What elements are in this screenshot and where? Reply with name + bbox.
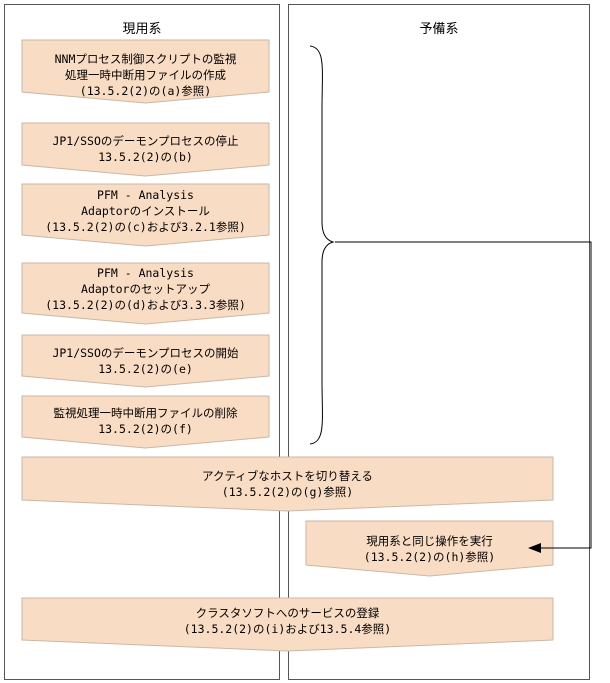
step-text-9: クラスタソフトへのサービスの登録(13.5.2(2)の(i)および13.5.4参… <box>183 606 392 636</box>
step-shape-9 <box>21 597 554 652</box>
step-text-8: 現用系と同じ操作を実行(13.5.2(2)の(h)参照) <box>363 534 496 564</box>
step-text-7: アクティブなホストを切り替える(13.5.2(2)の(g)参照) <box>202 469 373 499</box>
connector-arrowhead <box>528 543 541 553</box>
step-text-1: NNMプロセス制御スクリプトの監視処理一時中断用ファイルの作成(13.5.2(2… <box>54 52 237 98</box>
step-shape-3 <box>21 183 270 247</box>
standby-lane: 予備系 <box>288 4 590 680</box>
step-shape-6 <box>21 395 270 449</box>
step-shape-8 <box>305 520 554 577</box>
step-shape-1 <box>21 39 270 104</box>
standby-brace <box>309 45 335 445</box>
standby-lane-title: 予備系 <box>419 22 459 37</box>
step-shape-2 <box>21 122 270 177</box>
step-shape-7 <box>21 456 554 512</box>
connector-line <box>335 241 592 549</box>
step-shape-4 <box>21 262 270 325</box>
step-shape-5 <box>21 334 270 388</box>
active-lane-title: 現用系 <box>122 22 162 37</box>
active-lane: 現用系 <box>4 4 280 680</box>
